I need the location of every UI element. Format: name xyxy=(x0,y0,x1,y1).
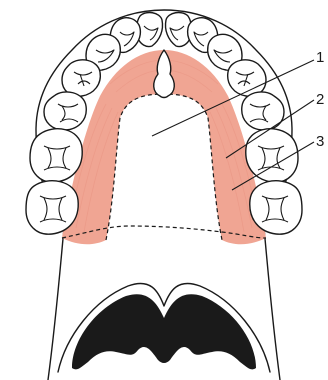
tooth-premolar-1-right xyxy=(228,60,266,96)
callout-label-3: 3 xyxy=(316,133,324,150)
callout-label-1: 1 xyxy=(316,49,324,66)
teeth xyxy=(26,13,302,235)
callout-label-2: 2 xyxy=(316,91,324,108)
tooth-premolar-2-left xyxy=(44,92,86,130)
tooth-molar-2-right xyxy=(250,181,302,234)
tooth-premolar-1-left xyxy=(62,60,100,96)
tooth-molar-2-left xyxy=(26,181,78,234)
hard-palate-boundary xyxy=(106,94,222,240)
tooth-molar-1-left xyxy=(30,129,82,182)
